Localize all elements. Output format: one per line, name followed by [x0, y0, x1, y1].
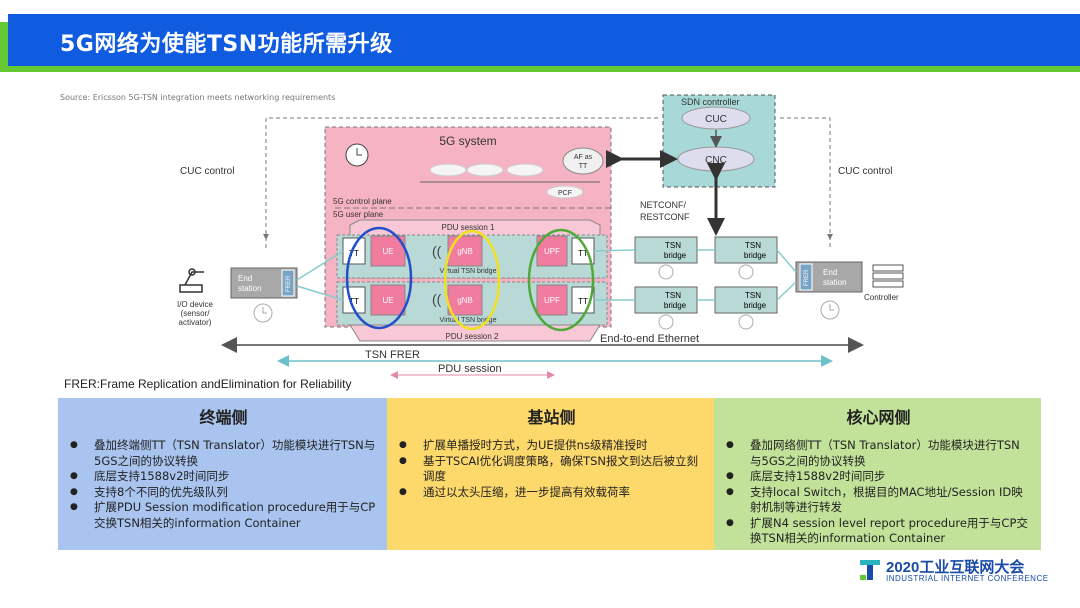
logo-en-text: INDUSTRIAL INTERNET CONFERENCE — [886, 574, 1049, 583]
io-device-label-3: activator) — [179, 318, 212, 327]
controller-icon — [872, 264, 904, 288]
panel-heading: 核心网侧 — [846, 408, 911, 427]
list-item: 通过以太头压缩，进一步提高有效载荷率 — [399, 485, 704, 501]
pcf-node — [546, 185, 584, 199]
af-label-2: TT — [579, 163, 588, 170]
end-station-left-label-1: End — [238, 274, 252, 283]
cuc-control-right-line — [780, 117, 831, 248]
cuc-control-left-line — [265, 117, 660, 248]
frer-box-right: FRER — [804, 269, 810, 286]
list-item: 扩展PDU Session modification procedure用于与C… — [70, 500, 377, 531]
cuc-control-left-label: CUC control — [180, 166, 234, 177]
panel-base-station-side: 基站侧 扩展单播授时方式，为UE提供ns级精准授时 基于TSCAI优化调度策略，… — [387, 398, 714, 550]
panel-heading: 基站侧 — [527, 408, 576, 427]
list-item: 底层支持1588v2时间同步 — [70, 469, 377, 485]
user-plane-label: 5G user plane — [333, 210, 384, 219]
list-item: 扩展单播授时方式，为UE提供ns级精准授时 — [399, 438, 704, 454]
end-to-end-label: End-to-end Ethernet — [600, 333, 699, 345]
panel-core-network-side: 核心网侧 叠加网络侧TT（TSN Translator）功能模块进行TSN与5G… — [714, 398, 1041, 550]
page-title: 5G网络为使能TSN功能所需升级 — [60, 32, 393, 57]
cnc-label: CNC — [705, 155, 727, 166]
robot-arm-icon — [179, 268, 204, 293]
list-item: 基于TSCAI优化调度策略，确保TSN报文到达后被立刻调度 — [399, 454, 704, 485]
netconf-label-1: NETCONF/ — [640, 200, 686, 210]
radio-icon-1: (( — [432, 243, 442, 259]
svg-text:bridge: bridge — [664, 251, 687, 260]
ue-1: UE — [382, 247, 393, 256]
pcf-label: PCF — [558, 190, 572, 197]
af-as-tt-node — [562, 147, 604, 175]
frer-box-left: FRER — [286, 275, 292, 292]
controller-label: Controller — [864, 293, 899, 302]
pdu-session-label: PDU session — [438, 363, 502, 375]
ue-2: UE — [382, 296, 393, 305]
gnb-side-highlight — [443, 229, 501, 331]
virtual-tsn-bridge-1-label: Virtual TSN bridge — [440, 268, 497, 275]
source-caption: Source: Ericsson 5G-TSN integration meet… — [60, 93, 336, 102]
svg-text:bridge: bridge — [744, 301, 767, 310]
list-item: 支持local Switch，根据目的MAC地址/Session ID映射机制等… — [726, 485, 1031, 516]
svg-text:TSN: TSN — [665, 291, 681, 300]
radio-icon-2: (( — [432, 291, 442, 307]
tt-left-1: TT — [349, 249, 359, 258]
svg-text:TSN: TSN — [745, 291, 761, 300]
ue-side-highlight — [345, 226, 413, 330]
upf-2: UPF — [544, 296, 560, 305]
control-plane-label: 5G control plane — [333, 197, 392, 206]
5g-system-label: 5G system — [439, 134, 496, 148]
conference-logo-icon — [860, 560, 880, 580]
tt-right-1: TT — [578, 249, 588, 258]
tsn-frer-label: TSN FRER — [365, 349, 420, 361]
list-item: 叠加网络侧TT（TSN Translator）功能模块进行TSN与5GS之间的协… — [726, 438, 1031, 469]
tsn-bridges: TSN bridge TSN bridge TSN bridge TSN bri… — [634, 236, 778, 330]
logo-cn-text: 2020工业互联网大会 — [886, 559, 1025, 576]
panel-terminal-side: 终端侧 叠加终端侧TT（TSN Translator）功能模块进行TSN与5GS… — [58, 398, 387, 550]
end-station-right-label-1: End — [823, 268, 837, 277]
cuc-node — [681, 106, 751, 130]
pdu-session-1-label: PDU session 1 — [442, 223, 495, 232]
cuc-label: CUC — [705, 114, 727, 125]
core-side-highlight — [527, 228, 595, 332]
end-station-left-label-2: station — [238, 284, 262, 293]
tt-right-2: TT — [578, 297, 588, 306]
netconf-label-2: RESTCONF — [640, 212, 690, 222]
list-item: 扩展N4 session level report procedure用于与CP… — [726, 516, 1031, 547]
upf-1: UPF — [544, 247, 560, 256]
list-item: 支持8个不同的优先级队列 — [70, 485, 377, 501]
panel-heading: 终端侧 — [199, 408, 248, 427]
svg-text:bridge: bridge — [744, 251, 767, 260]
tt-left-2: TT — [349, 297, 359, 306]
cuc-control-right-label: CUC control — [838, 166, 892, 177]
sdn-controller-label: SDN controller — [681, 97, 740, 107]
svg-text:TSN: TSN — [745, 241, 761, 250]
list-item: 叠加终端侧TT（TSN Translator）功能模块进行TSN与5GS之间的协… — [70, 438, 377, 469]
svg-text:bridge: bridge — [664, 301, 687, 310]
list-item: 底层支持1588v2时间同步 — [726, 469, 1031, 485]
svg-text:TSN: TSN — [665, 241, 681, 250]
gnb-1: gNB — [457, 247, 473, 256]
conference-logo: 2020工业互联网大会 INDUSTRIAL INTERNET CONFEREN… — [858, 556, 1058, 586]
end-station-right-label-2: station — [823, 278, 847, 287]
gnb-2: gNB — [457, 296, 473, 305]
io-device-label-2: (sensor/ — [181, 309, 211, 318]
header-bar — [8, 14, 1080, 66]
pdu-session-2-label: PDU session 2 — [446, 332, 499, 341]
io-device-label-1: I/O device — [177, 300, 214, 309]
tsn-architecture-diagram: CUC control CUC control SDN controller C… — [177, 94, 904, 379]
af-label-1: AF as — [574, 154, 593, 161]
virtual-tsn-bridge-2-label: Virtual TSN bridge — [440, 317, 497, 324]
frer-note: FRER:Frame Replication andElimination fo… — [64, 377, 352, 391]
